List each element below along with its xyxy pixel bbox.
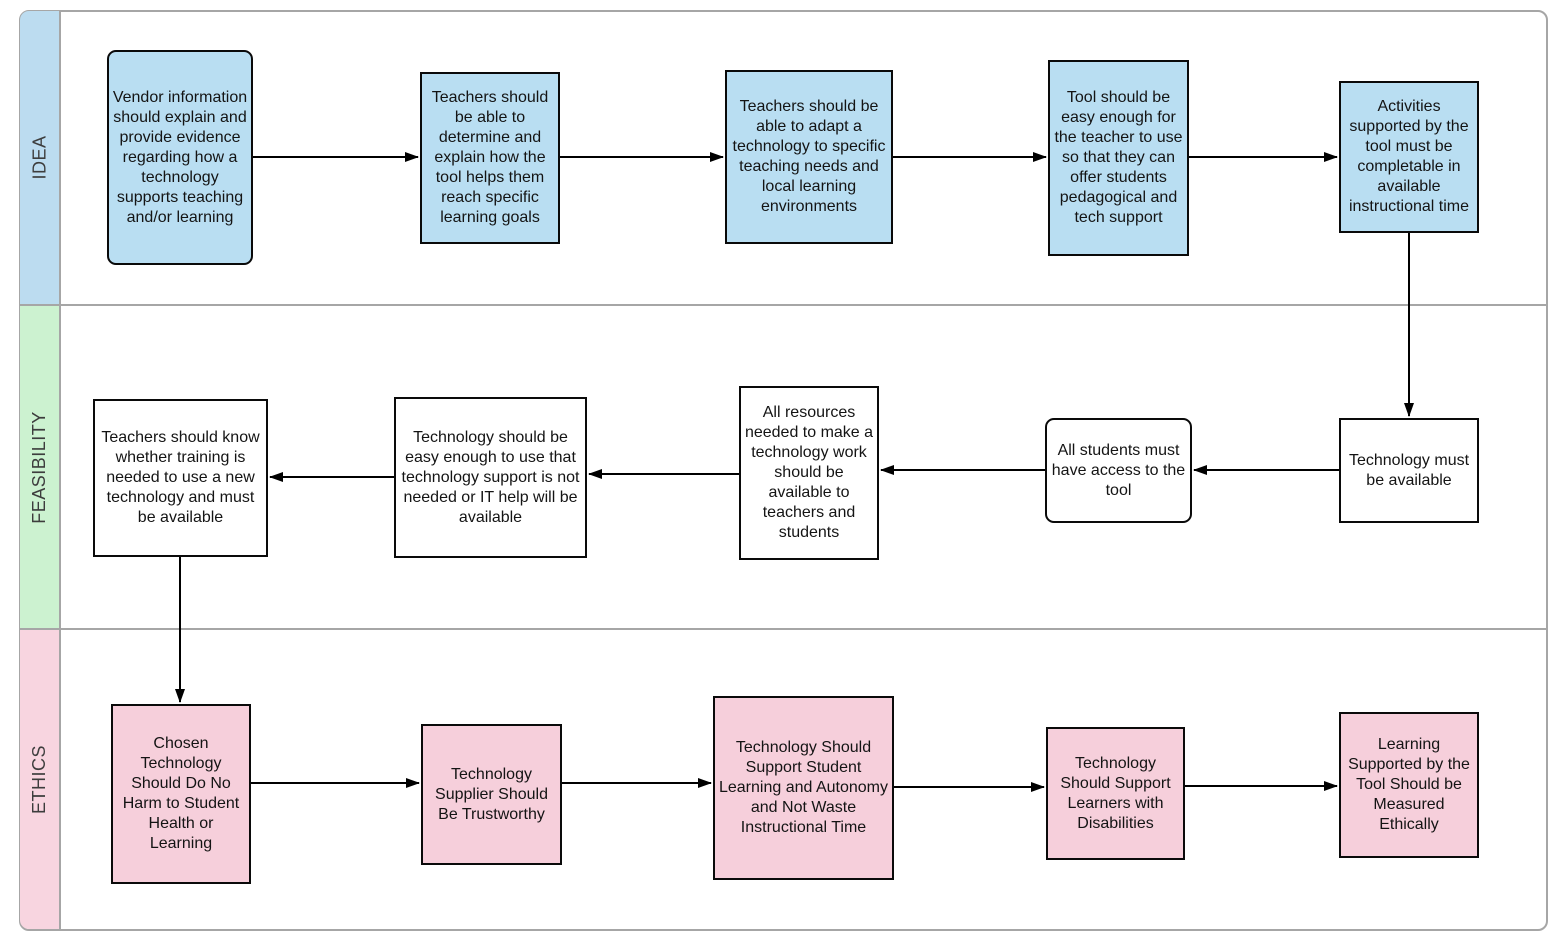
lane-divider-feasibility-ethics: [20, 628, 1547, 630]
node-no-harm[interactable]: Chosen Technology Should Do No Harm to S…: [111, 704, 251, 884]
node-tech-easy-no-support-needed[interactable]: Technology should be easy enough to use …: [394, 397, 587, 558]
node-text: Technology Should Support Student Learni…: [718, 739, 888, 836]
node-text: Technology should be easy enough to use …: [401, 428, 580, 526]
node-measured-ethically[interactable]: Learning Supported by the Tool Should be…: [1339, 712, 1479, 858]
node-vendor-information[interactable]: Vendor information should explain and pr…: [107, 50, 253, 265]
node-training-needed[interactable]: Teachers should know whether training is…: [93, 399, 268, 557]
node-text: Tool should be easy enough for the teach…: [1054, 89, 1183, 226]
node-technology-available[interactable]: Technology must be available: [1339, 418, 1479, 523]
lane-header-feasibility[interactable]: FEASIBILITY: [20, 306, 61, 628]
node-text: Vendor information should explain and pr…: [112, 88, 248, 226]
lane-header-ethics[interactable]: ETHICS: [20, 630, 61, 929]
node-text: Technology must be available: [1348, 451, 1470, 489]
node-supplier-trustworthy[interactable]: Technology Supplier Should Be Trustworth…: [421, 724, 562, 865]
lane-header-idea[interactable]: IDEA: [20, 11, 61, 304]
node-text: Teachers should know whether training is…: [101, 429, 260, 526]
node-text: Technology Supplier Should Be Trustworth…: [435, 765, 548, 823]
node-text: All students must have access to the too…: [1051, 441, 1186, 499]
node-support-disabilities[interactable]: Technology Should Support Learners with …: [1046, 727, 1185, 860]
node-text: Activities supported by the tool must be…: [1348, 98, 1470, 215]
node-teachers-adapt-technology[interactable]: Teachers should be able to adapt a techn…: [725, 70, 893, 244]
node-text: Teachers should be able to determine and…: [431, 89, 549, 226]
node-text: Technology Should Support Learners with …: [1060, 754, 1171, 832]
node-activities-completable[interactable]: Activities supported by the tool must be…: [1339, 81, 1479, 233]
node-text: All resources needed to make a technolog…: [744, 404, 874, 541]
node-text: Chosen Technology Should Do No Harm to S…: [122, 735, 240, 852]
node-students-access[interactable]: All students must have access to the too…: [1045, 418, 1192, 523]
node-tool-easy-for-teacher[interactable]: Tool should be easy enough for the teach…: [1048, 60, 1189, 256]
node-text: Learning Supported by the Tool Should be…: [1348, 736, 1470, 833]
node-resources-available[interactable]: All resources needed to make a technolog…: [739, 386, 879, 560]
node-text: Teachers should be able to adapt a techn…: [732, 98, 886, 215]
node-teachers-determine-explain[interactable]: Teachers should be able to determine and…: [420, 72, 560, 244]
node-support-learning-autonomy[interactable]: Technology Should Support Student Learni…: [713, 696, 894, 880]
lane-divider-idea-feasibility: [20, 304, 1547, 306]
